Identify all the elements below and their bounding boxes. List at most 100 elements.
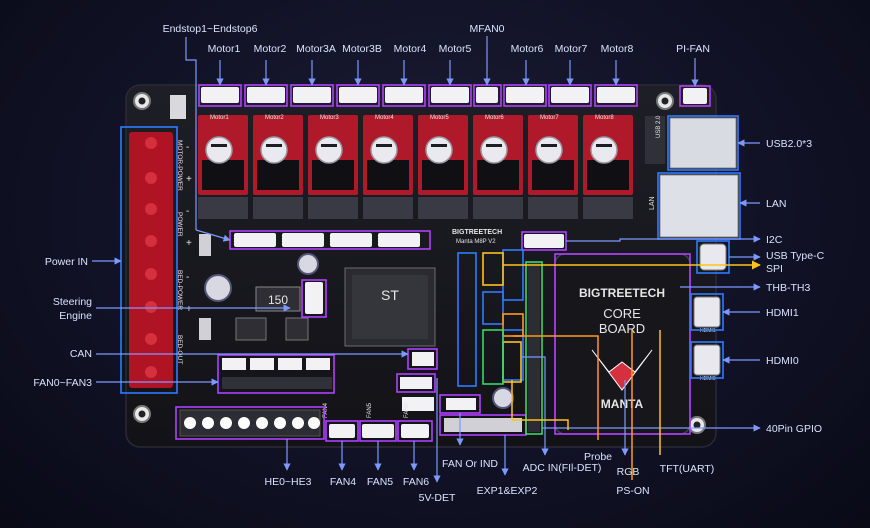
- label-rgb: RGB: [617, 466, 640, 478]
- svg-text:+: +: [186, 304, 192, 315]
- label-motor5: Motor5: [439, 43, 472, 55]
- capacitor: [297, 253, 319, 275]
- label-pson: PS-ON: [616, 485, 649, 497]
- svg-text:HDMI0: HDMI0: [700, 376, 716, 382]
- label-fan03: FAN0~FAN3: [33, 377, 92, 389]
- silk-bed-out: BED-OUT: [176, 335, 183, 364]
- label-usbc: USB Type-C: [766, 250, 825, 262]
- inductor-small: [235, 317, 267, 341]
- svg-text:FAN5: FAN5: [367, 402, 373, 418]
- label-pifan: PI-FAN: [676, 43, 710, 55]
- label-usb: USB2.0*3: [766, 138, 812, 150]
- svg-text:+: +: [186, 174, 192, 185]
- silk-bed-power: BED-POWER: [176, 270, 183, 310]
- svg-text:+: +: [186, 238, 192, 249]
- lan-silk: LAN: [649, 196, 656, 210]
- svg-text:-: -: [186, 206, 189, 217]
- silk-motor5: Motor5: [430, 115, 449, 121]
- label-fan4: FAN4: [330, 476, 356, 488]
- label-vdet: 5V-DET: [419, 492, 456, 504]
- label-mfan: MFAN0: [469, 23, 504, 35]
- power-terminal: [129, 132, 173, 388]
- silk-motor3: Motor3: [320, 115, 339, 121]
- inductor-value: 150: [268, 293, 288, 307]
- label-fan5: FAN5: [367, 476, 393, 488]
- svg-text:HDMI1: HDMI1: [700, 328, 716, 334]
- svg-text:-: -: [186, 272, 189, 283]
- manta-logo: [591, 349, 653, 391]
- svg-text:-: -: [186, 142, 189, 153]
- label-hdmi1: HDMI1: [766, 307, 799, 319]
- label-motor8: Motor8: [601, 43, 634, 55]
- label-exp: EXP1&EXP2: [477, 485, 538, 497]
- core-name: MANTA: [601, 397, 644, 411]
- label-motor6: Motor6: [511, 43, 544, 55]
- capacitor: [204, 274, 232, 302]
- st-logo: ST: [381, 287, 399, 303]
- label-hdmi0: HDMI0: [766, 355, 799, 367]
- label-motor3b: Motor3B: [342, 43, 382, 55]
- silk-motor4: Motor4: [375, 115, 394, 121]
- heater-screws: [184, 417, 320, 429]
- callout-labels: Endstop1~Endstop6 MFAN0 PI-FAN Motor1 Mo…: [33, 23, 824, 504]
- power-silk: MOTOR-POWER POWER BED-POWER BED-OUT: [176, 140, 183, 364]
- driver-slots: [198, 115, 633, 219]
- usb-silk: USB 2.0: [656, 115, 662, 138]
- fan-connectors: [222, 352, 476, 411]
- label-motor3a: Motor3A: [296, 43, 336, 55]
- fan-silk: FAN4 FAN5 FAN6: [323, 402, 410, 418]
- driver-silk: Motor1 Motor2 Motor3 Motor4 Motor5 Motor…: [210, 115, 614, 121]
- silk-motor7: Motor7: [540, 115, 559, 121]
- label-endstop: Endstop1~Endstop6: [163, 23, 258, 35]
- svg-text:FAN4: FAN4: [323, 402, 329, 418]
- pointer-lines: [92, 36, 761, 483]
- core-line1: CORE: [603, 306, 641, 321]
- label-probe: Probe: [584, 451, 612, 463]
- usb-port: [669, 117, 737, 169]
- silk-motor8: Motor8: [595, 115, 614, 121]
- fuse: [199, 234, 211, 256]
- label-adc: ADC IN(FIl-DET): [523, 462, 602, 474]
- board-model: Manta M8P V2: [456, 239, 496, 245]
- label-he: HE0~HE3: [265, 476, 312, 488]
- silk-motor6: Motor6: [485, 115, 504, 121]
- label-motor7: Motor7: [555, 43, 588, 55]
- hdmi1-port: [693, 296, 721, 328]
- gpio-header: [528, 262, 540, 432]
- usb-hub: [645, 116, 665, 164]
- fan456-connectors: [329, 424, 429, 438]
- polarity-marks: + - + - + -: [186, 142, 192, 315]
- lan-port: [659, 174, 739, 238]
- label-motor2: Motor2: [254, 43, 287, 55]
- core-brand: BIGTREETECH: [579, 286, 665, 300]
- board-brand: BIGTREETECH: [452, 229, 502, 236]
- label-lan: LAN: [766, 198, 786, 210]
- label-steering-2: Engine: [59, 310, 92, 322]
- label-tft: TFT(UART): [660, 463, 715, 475]
- hdmi0-port: [693, 344, 721, 376]
- label-motor1: Motor1: [208, 43, 241, 55]
- label-fanind: FAN Or IND: [442, 458, 498, 470]
- label-motor4: Motor4: [394, 43, 427, 55]
- inductor: [255, 286, 301, 312]
- label-can: CAN: [70, 348, 92, 360]
- usbc-port: [699, 243, 727, 271]
- inductor-small: [285, 317, 309, 341]
- fuse: [199, 318, 211, 340]
- label-thb: THB-TH3: [766, 282, 810, 294]
- label-power-in: Power IN: [45, 256, 88, 268]
- capacitor: [492, 387, 514, 409]
- label-spi: SPI: [766, 263, 783, 275]
- label-steering-1: Steering: [53, 296, 92, 308]
- svg-text:FAN6: FAN6: [404, 402, 410, 418]
- silk-power: POWER: [176, 212, 183, 237]
- label-i2c: I2C: [766, 234, 783, 246]
- label-fan6: FAN6: [403, 476, 429, 488]
- exp-header: [444, 418, 522, 432]
- silk-motor-power: MOTOR-POWER: [176, 140, 183, 191]
- mid-connectors: [234, 233, 564, 314]
- core-line2: BOARD: [599, 321, 645, 336]
- label-gpio: 40Pin GPIO: [766, 423, 822, 435]
